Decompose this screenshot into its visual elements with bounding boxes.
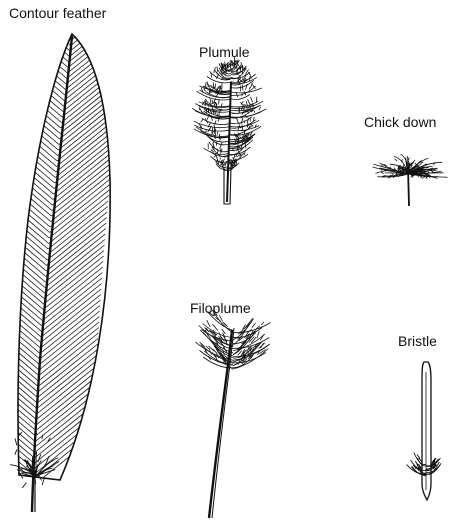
bristle-feather-icon — [407, 362, 441, 500]
plumule-feather-icon — [192, 56, 266, 204]
contour-feather-icon — [0, 0, 132, 512]
chick-down-feather-icon — [373, 154, 448, 206]
filoplume-feather-icon — [195, 309, 270, 518]
